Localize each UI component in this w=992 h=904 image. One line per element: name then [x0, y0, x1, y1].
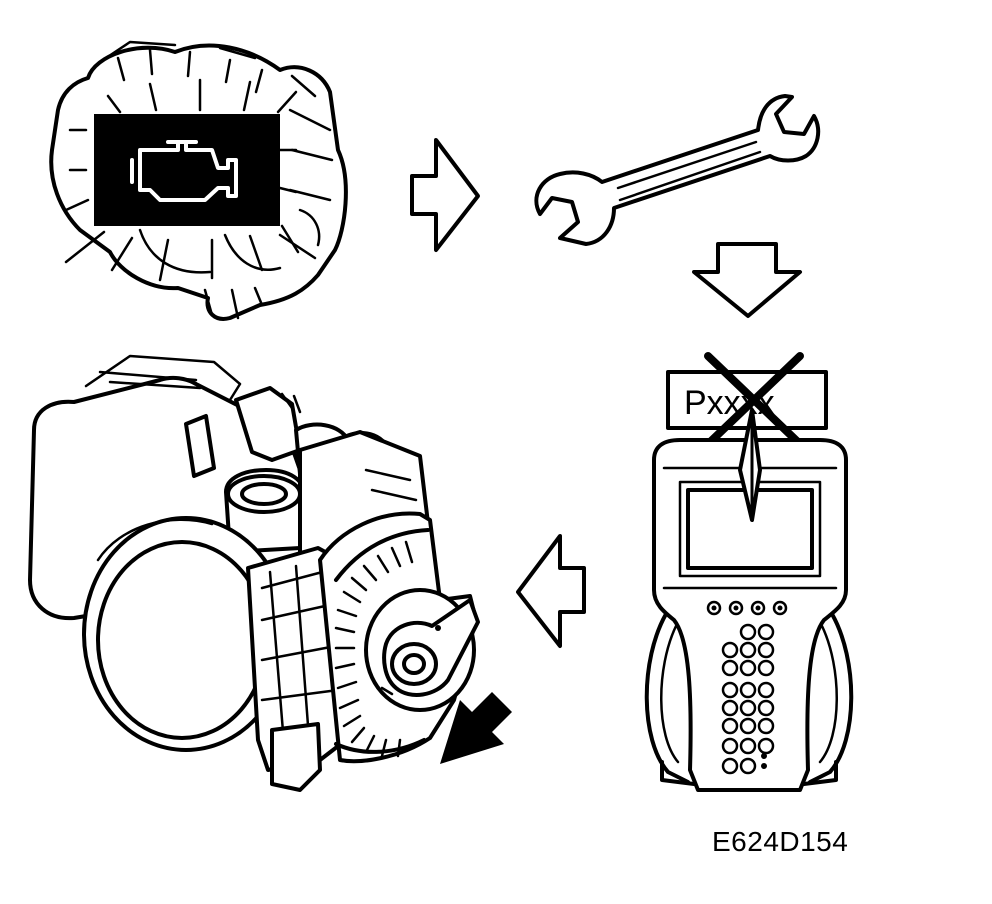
check-engine-icon	[130, 140, 238, 202]
arrow-down	[692, 242, 802, 318]
sector-teeth	[334, 540, 414, 758]
engine-with-mil-illustration	[49, 40, 348, 321]
arrow-left	[516, 534, 586, 648]
throttle-body-icon	[28, 354, 480, 792]
wrench-icon	[534, 94, 821, 246]
scan-tool-keypad	[721, 623, 775, 775]
scan-tool-function-keys	[706, 600, 788, 616]
pointer-arrow	[440, 692, 512, 764]
scan-tool-icon: Pxxxx	[644, 352, 854, 792]
mil-light-rays	[64, 78, 300, 282]
cross-line-2	[704, 352, 804, 448]
arrow-right-1	[410, 138, 480, 252]
mil-panel	[94, 114, 280, 226]
figure-id-label: E624D154	[712, 826, 849, 857]
